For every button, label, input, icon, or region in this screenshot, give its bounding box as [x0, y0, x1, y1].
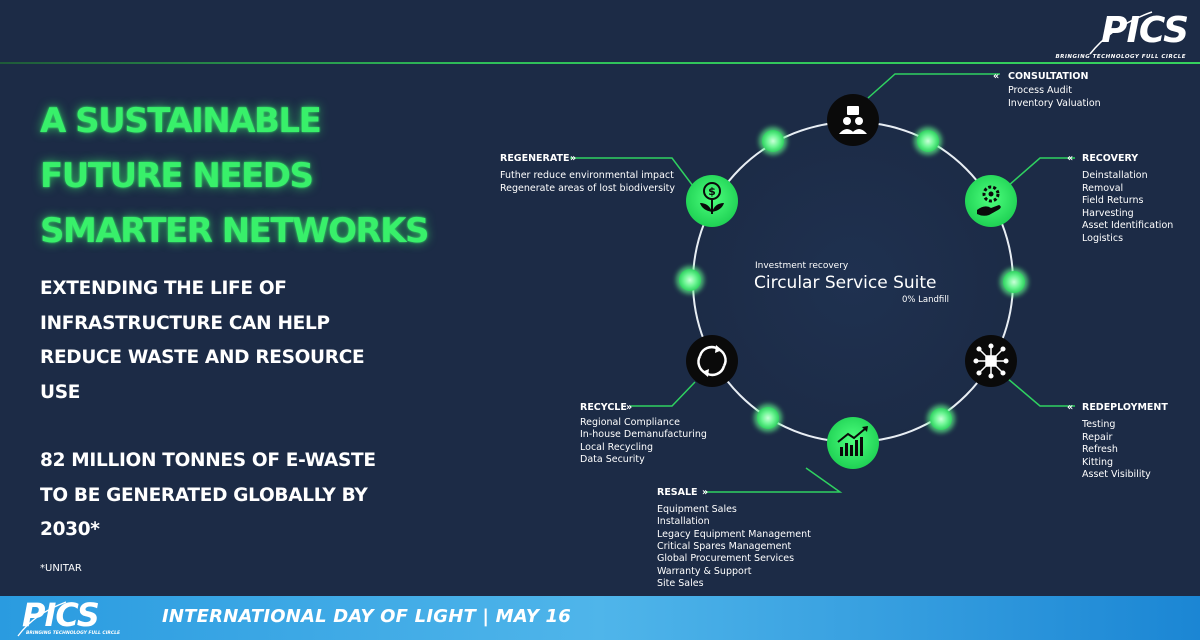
- chevron-right-icon: »: [570, 153, 576, 164]
- chevron-right-icon: »: [626, 402, 632, 413]
- stat-line: 2030*: [40, 519, 100, 540]
- center-subtitle: Investment recovery: [755, 261, 849, 271]
- stage-item: Equipment Sales: [657, 504, 737, 515]
- stage-item: Refresh: [1082, 444, 1118, 455]
- subtext-line: EXTENDING THE LIFE OF: [40, 278, 287, 299]
- stage-item: Critical Spares Management: [657, 541, 791, 552]
- recycle-arrows-icon: [697, 345, 727, 377]
- ring-dot: [927, 405, 955, 433]
- stage-title: RECYCLE: [580, 402, 627, 413]
- ring-dot: [759, 127, 787, 155]
- redeployment-label: « REDEPLOYMENT Testing Repair Refresh Ki…: [1067, 402, 1168, 480]
- stage-item: Deinstallation: [1082, 170, 1148, 181]
- stage-item: Kitting: [1082, 457, 1113, 468]
- stage-title: RECOVERY: [1082, 153, 1138, 164]
- source-note: *UNITAR: [40, 563, 82, 574]
- logo-swoosh-icon: [1089, 11, 1153, 55]
- headline-line: A SUSTAINABLE: [40, 101, 322, 141]
- ring-dot: [754, 404, 782, 432]
- subtext-line: REDUCE WASTE AND RESOURCE: [40, 347, 365, 368]
- chevron-right-icon: «: [1067, 402, 1073, 413]
- resale-node: [827, 417, 879, 469]
- pics-logo: PICS BRINGING TECHNOLOGY FULL CIRCLE: [1055, 6, 1192, 64]
- ewaste-stat: 82 MILLION TONNES OF E-WASTE TO BE GENER…: [40, 444, 440, 548]
- stage-item: Futher reduce environmental impact: [500, 170, 674, 181]
- stage-item: In-house Demanufacturing: [580, 429, 707, 440]
- stage-item: Inventory Valuation: [1008, 98, 1101, 109]
- center-title: Circular Service Suite: [754, 273, 937, 293]
- headline: A SUSTAINABLE FUTURE NEEDS SMARTER NETWO…: [40, 94, 430, 259]
- stat-line: 82 MILLION TONNES OF E-WASTE: [40, 450, 376, 471]
- top-divider: [0, 62, 1200, 64]
- stage-item: Regenerate areas of lost biodiversity: [500, 183, 675, 194]
- money-plant-icon: $: [700, 182, 724, 214]
- stage-item: Installation: [657, 516, 710, 527]
- ring-dot: [676, 266, 704, 294]
- headline-line: SMARTER NETWORKS: [40, 211, 430, 251]
- stage-item: Global Procurement Services: [657, 553, 794, 564]
- stage-title: REDEPLOYMENT: [1082, 402, 1168, 413]
- footer-logo-tagline: BRINGING TECHNOLOGY FULL CIRCLE: [26, 631, 121, 636]
- center-note: 0% Landfill: [902, 295, 949, 305]
- chevron-right-icon: «: [993, 71, 999, 82]
- chevron-right-icon: »: [702, 487, 708, 498]
- redeployment-node: [965, 335, 1017, 387]
- connector-lines: [570, 73, 1075, 493]
- ring-dot: [1000, 268, 1028, 296]
- ring-dot: [914, 127, 942, 155]
- consultation-label: « CONSULTATION Process Audit Inventory V…: [993, 71, 1101, 109]
- stage-item: Testing: [1081, 419, 1115, 430]
- stage-item: Repair: [1082, 432, 1113, 443]
- subtext-line: USE: [40, 381, 81, 403]
- stage-title: REGENERATE: [500, 153, 569, 164]
- gear-hand-icon: [977, 185, 1001, 216]
- logo-tagline: BRINGING TECHNOLOGY FULL CIRCLE: [1055, 54, 1186, 60]
- recovery-node: [965, 175, 1017, 227]
- recycle-label: RECYCLE » Regional Compliance In-house D…: [580, 402, 707, 465]
- network-chip-icon: [973, 343, 1009, 379]
- stage-item: Regional Compliance: [580, 417, 680, 428]
- stage-item: Site Sales: [657, 578, 704, 589]
- logo-wordmark: PICS: [1101, 10, 1189, 51]
- chevron-right-icon: «: [1067, 153, 1073, 164]
- stage-item: Removal: [1082, 183, 1123, 194]
- recycle-node: [686, 335, 738, 387]
- footer-logo: PICS: [22, 596, 100, 634]
- ring-interior: [685, 114, 1021, 450]
- headline-line: FUTURE NEEDS: [40, 156, 314, 196]
- resale-label: RESALE » Equipment Sales Installation Le…: [657, 487, 811, 589]
- footer-logo-swoosh-icon: [17, 601, 67, 637]
- stage-title: RESALE: [657, 487, 698, 498]
- stage-item: Warranty & Support: [657, 566, 752, 577]
- regenerate-label: REGENERATE » Futher reduce environmental…: [500, 153, 675, 194]
- stage-item: Field Returns: [1082, 195, 1143, 206]
- stage-item: Logistics: [1082, 233, 1123, 244]
- subtext: EXTENDING THE LIFE OF INFRASTRUCTURE CAN…: [40, 272, 440, 410]
- stage-item: Data Security: [580, 454, 645, 465]
- stage-title: CONSULTATION: [1008, 71, 1088, 82]
- subtext-line: INFRASTRUCTURE CAN HELP: [40, 312, 330, 334]
- stat-line: TO BE GENERATED GLOBALLY BY: [40, 484, 368, 506]
- recovery-label: « RECOVERY Deinstallation Removal Field …: [1067, 153, 1173, 244]
- regenerate-node: $: [686, 175, 738, 227]
- stage-item: Harvesting: [1082, 208, 1134, 219]
- stage-item: Asset Identification: [1082, 220, 1173, 231]
- footer-title: INTERNATIONAL DAY OF LIGHT | MAY 16: [162, 606, 571, 627]
- circular-service-diagram: $ Investment recovery Circular Service S…: [500, 71, 1173, 589]
- people-icon: [839, 106, 867, 134]
- stage-item: Local Recycling: [580, 442, 653, 453]
- stage-item: Asset Visibility: [1082, 469, 1151, 480]
- footer-banner: PICS BRINGING TECHNOLOGY FULL CIRCLE INT…: [0, 596, 1200, 640]
- stage-item: Process Audit: [1008, 85, 1072, 96]
- consultation-node: [827, 94, 879, 146]
- growth-chart-icon: [837, 426, 868, 456]
- svg-text:$: $: [708, 185, 716, 198]
- stage-item: Legacy Equipment Management: [657, 529, 811, 540]
